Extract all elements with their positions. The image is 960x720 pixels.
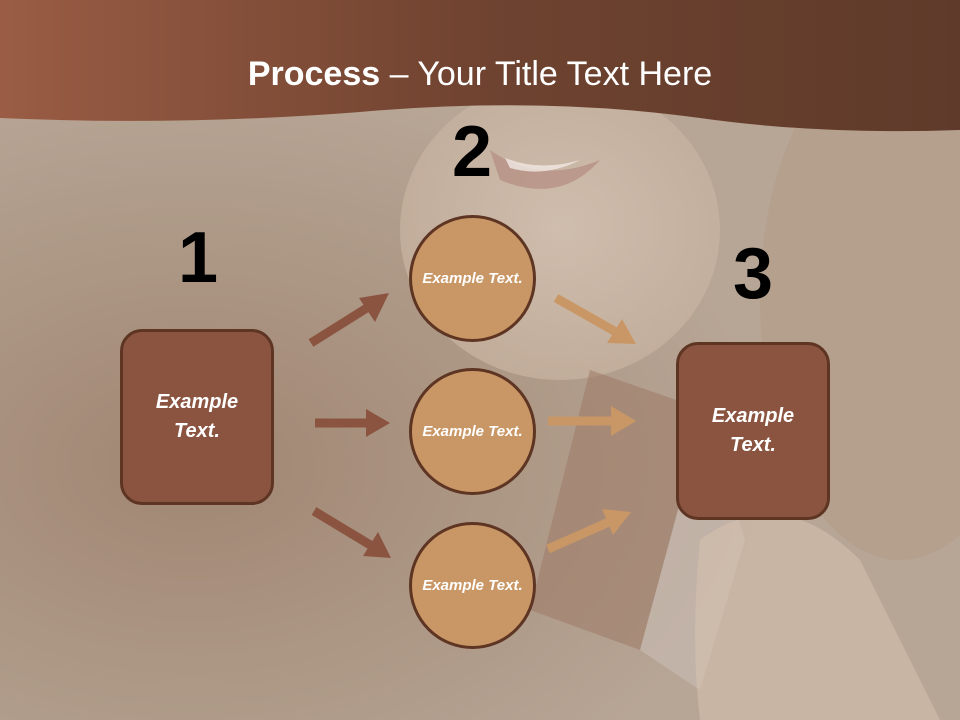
circle-middle-text: Example Text.: [422, 423, 523, 440]
title-rest: – Your Title Text Here: [380, 55, 713, 93]
arrow-1-to-bottom: [311, 507, 391, 558]
circle-bottom-text: Example Text.: [422, 577, 523, 594]
slide-title: Process – Your Title Text Here: [0, 52, 960, 96]
circle-top-text: Example Text.: [422, 270, 523, 287]
circle-middle: Example Text.: [409, 368, 536, 495]
arrow-1-to-middle: [315, 409, 390, 437]
step-1-box: Example Text.: [120, 329, 274, 505]
step-number-3: 3: [732, 234, 774, 314]
circle-bottom: Example Text.: [409, 522, 536, 649]
arrow-top-to-3: [553, 294, 636, 344]
arrow-middle-to-3: [548, 406, 636, 436]
arrow-bottom-to-3: [546, 509, 631, 554]
step-number-1: 1: [177, 218, 219, 298]
arrow-1-to-top: [308, 293, 389, 347]
step-3-box: Example Text.: [676, 342, 830, 520]
step-number-2: 2: [451, 112, 493, 192]
step-1-text: Example Text.: [155, 391, 239, 442]
step-3-text: Example Text.: [711, 405, 795, 456]
title-bold: Process: [247, 55, 381, 93]
circle-top: Example Text.: [409, 215, 536, 342]
